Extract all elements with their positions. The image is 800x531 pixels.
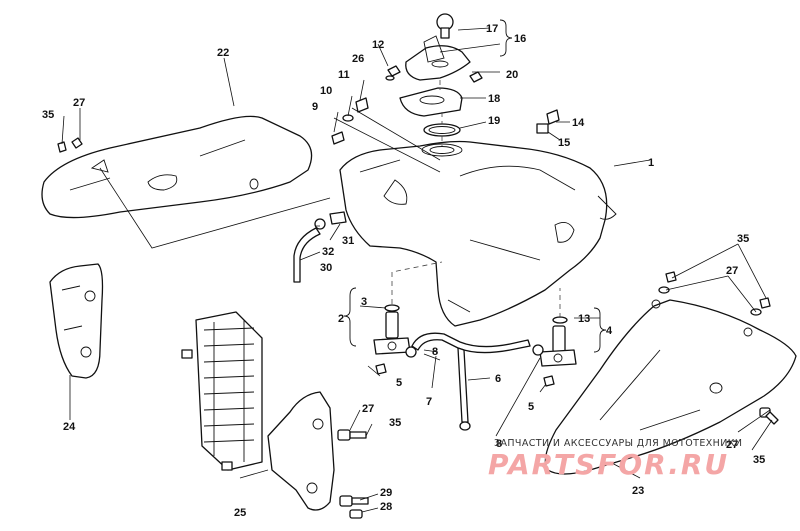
bolt-9	[331, 131, 345, 145]
callout-label: 30	[320, 262, 332, 274]
callout-label: 17	[486, 23, 498, 35]
flange-18	[399, 87, 463, 117]
screw-26	[387, 65, 401, 77]
side-panel-22	[41, 115, 313, 219]
callout-label: 20	[506, 69, 518, 81]
radiator-shroud-25	[267, 391, 335, 511]
callout-label: 5	[528, 401, 534, 413]
callout-label: 22	[217, 47, 229, 59]
callout-label: 27	[726, 265, 738, 277]
fitting-31	[329, 211, 347, 225]
o-ring-3	[384, 304, 400, 312]
callout-label: 32	[322, 246, 334, 258]
radiator	[181, 311, 263, 471]
clamp-32	[314, 218, 326, 230]
screw-5b	[543, 375, 555, 387]
hose-30	[293, 227, 321, 283]
clamp-8a	[405, 346, 417, 358]
callout-label: 16	[514, 33, 526, 45]
callout-label: 35	[753, 454, 765, 466]
callout-label: 3	[361, 296, 367, 308]
callout-label: 12	[372, 39, 384, 51]
fuel-tap-2	[373, 311, 411, 355]
callout-label: 6	[495, 373, 501, 385]
callout-label: 7	[426, 396, 432, 408]
side-panel-23	[544, 299, 797, 475]
callout-label: 8	[496, 438, 502, 450]
fuel-tap-4	[539, 325, 577, 367]
callout-label: 25	[234, 507, 246, 519]
clamp-8b	[532, 344, 544, 356]
callout-label: 24	[63, 421, 76, 433]
brace-2	[343, 287, 357, 347]
brace-16	[499, 19, 513, 57]
cap-knob-17	[436, 13, 454, 39]
callout-label: 1	[648, 157, 654, 169]
callout-label: 28	[380, 501, 392, 513]
callout-label: 10	[320, 85, 332, 97]
callout-label: 14	[572, 117, 585, 129]
callout-label: 27	[73, 97, 85, 109]
callout-label: 35	[737, 233, 749, 245]
bracket-24	[49, 263, 104, 379]
screw-27-left	[71, 137, 83, 149]
callout-labels: 1 2 3 4 5 5 6 7 8 8 9 10 11 12 13 14 15 …	[42, 23, 765, 519]
bolt-27-35-shroud	[337, 429, 367, 441]
screw-35-right-top	[665, 271, 771, 309]
filler-cap-16	[405, 35, 471, 81]
callout-label: 19	[488, 115, 500, 127]
fuel-tank-1	[339, 140, 617, 327]
callout-label: 8	[432, 346, 438, 358]
watermark: ЗАПЧАСТИ И АКСЕССУАРЫ ДЛЯ МОТОТЕХНИКИ PA…	[488, 438, 742, 481]
o-ring-19	[423, 123, 461, 137]
watermark-logo: PARTSFOR.RU	[488, 448, 729, 481]
callout-label: 29	[380, 487, 392, 499]
hose-6	[457, 347, 471, 431]
callout-label: 11	[338, 69, 350, 81]
callout-label: 23	[632, 485, 644, 497]
bolt-14	[546, 109, 560, 125]
hose-7	[411, 332, 531, 354]
callout-label: 9	[312, 101, 318, 113]
assembly-lines	[391, 80, 561, 318]
callout-label: 26	[352, 53, 364, 65]
watermark-caption: ЗАПЧАСТИ И АКСЕССУАРЫ ДЛЯ МОТОТЕХНИКИ	[494, 438, 742, 449]
callout-label: 31	[342, 235, 354, 247]
callout-label: 27	[362, 403, 374, 415]
callout-label: 18	[488, 93, 500, 105]
callout-label: 13	[578, 313, 590, 325]
callout-label: 2	[338, 313, 344, 325]
screw-5a	[375, 363, 387, 375]
washer-12	[385, 75, 395, 81]
screw-20	[469, 71, 483, 83]
leader-lines	[61, 27, 773, 513]
bolt-11	[355, 97, 369, 113]
brace-4	[593, 307, 607, 353]
callout-label: 27	[726, 439, 738, 451]
bolt-28-29-shroud	[339, 495, 369, 519]
callout-label: 5	[396, 377, 402, 389]
callout-label: 4	[606, 325, 613, 337]
callout-label: 15	[558, 137, 570, 149]
spacer-15	[536, 123, 549, 134]
callout-label: 35	[389, 417, 401, 429]
callout-label: 35	[42, 109, 54, 121]
